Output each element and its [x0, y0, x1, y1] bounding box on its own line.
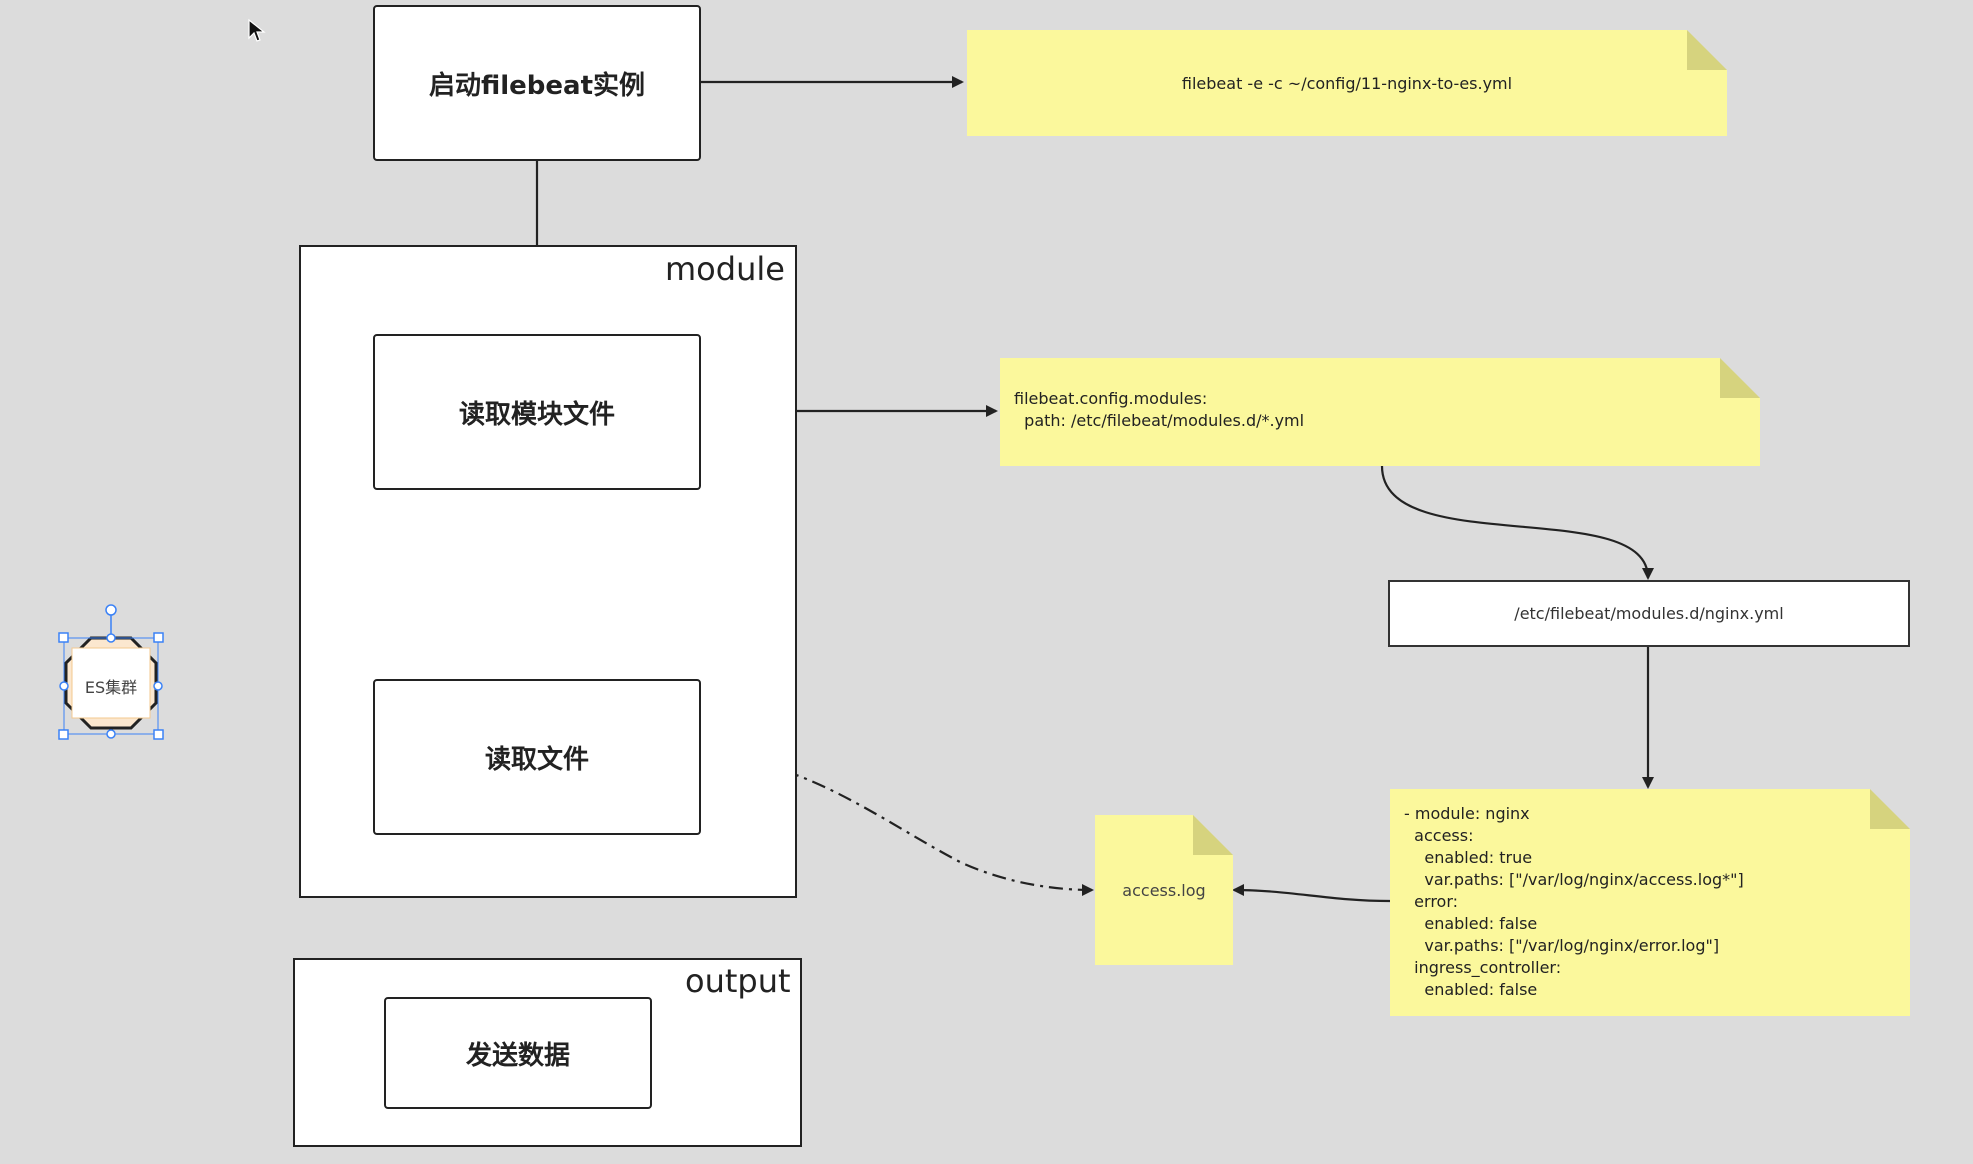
command-text: filebeat -e -c ~/config/11-nginx-to-es.y…	[1181, 73, 1513, 93]
es-cluster-node[interactable]: ES集群	[58, 600, 168, 740]
read-module-file-node[interactable]: 读取模块文件	[373, 334, 701, 490]
output-container-label: output	[685, 962, 791, 1000]
modules-config-note[interactable]: filebeat.config.modules: path: /etc/file…	[1000, 358, 1760, 466]
nginx-module-text: - module: nginx access: enabled: true va…	[1404, 804, 1744, 999]
module-container-label: module	[665, 250, 785, 288]
arrow-module-to-access-log	[1232, 884, 1391, 903]
note-fold	[1687, 30, 1727, 70]
modules-config-text: filebeat.config.modules: path: /etc/file…	[1014, 389, 1305, 430]
note-fold	[1193, 815, 1233, 855]
es-cluster-shape	[58, 604, 164, 740]
nginx-yml-path-box[interactable]: /etc/filebeat/modules.d/nginx.yml	[1388, 580, 1910, 647]
note-fold	[1720, 358, 1760, 398]
send-data-node[interactable]: 发送数据	[384, 997, 652, 1109]
start-filebeat-node[interactable]: 启动filebeat实例	[373, 5, 701, 161]
mouse-cursor-icon	[248, 18, 266, 42]
arrow-read-file-to-access-log	[699, 754, 1094, 896]
access-log-text: access.log	[1122, 880, 1206, 900]
es-cluster-label: ES集群	[84, 678, 138, 697]
arrow-config-to-nginx-path	[1380, 465, 1654, 580]
command-note[interactable]: filebeat -e -c ~/config/11-nginx-to-es.y…	[967, 30, 1727, 136]
note-fold	[1870, 789, 1910, 829]
read-file-node[interactable]: 读取文件	[373, 679, 701, 835]
nginx-module-note[interactable]: - module: nginx access: enabled: true va…	[1390, 789, 1910, 1016]
access-log-note[interactable]: access.log	[1095, 815, 1233, 965]
